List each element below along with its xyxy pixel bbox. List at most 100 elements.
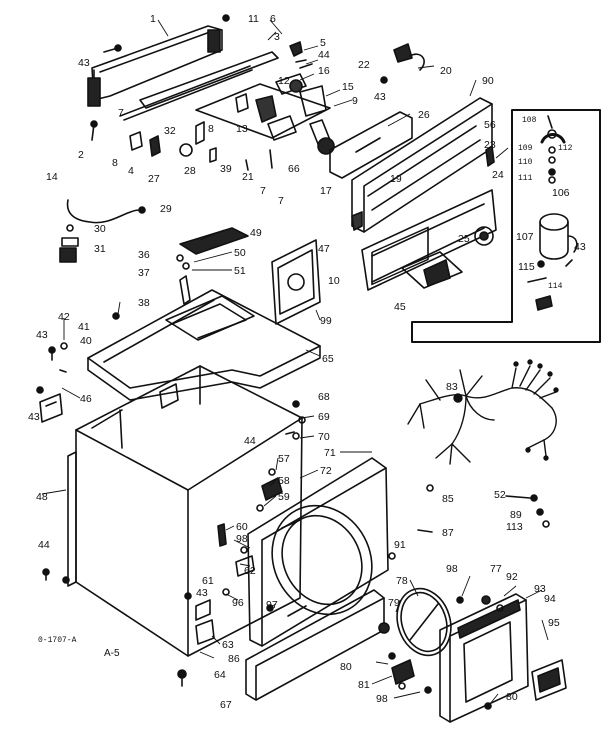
- part-label-57: 57: [278, 453, 290, 465]
- part-label-80b: 80: [506, 691, 518, 703]
- part-label-32: 32: [164, 125, 176, 137]
- part-label-1: 1: [150, 13, 156, 25]
- part-label-46: 46: [80, 393, 92, 405]
- part-label-108: 108: [522, 116, 537, 125]
- part-label-92: 92: [506, 571, 518, 583]
- part-label-38: 38: [138, 297, 150, 309]
- lower-control-panel: [351, 189, 497, 291]
- part-label-94: 94: [544, 593, 556, 605]
- part-label-7b: 7: [260, 185, 266, 197]
- inset-small-parts: [527, 115, 578, 311]
- part-label-30: 30: [94, 223, 106, 235]
- part-label-56: 56: [484, 119, 496, 131]
- door-glass: [378, 587, 452, 657]
- part-label-31: 31: [94, 243, 106, 255]
- part-label-78: 78: [396, 575, 408, 587]
- part-label-14: 14: [46, 171, 58, 183]
- part-label-91: 91: [394, 539, 406, 551]
- part-label-51: 51: [234, 265, 246, 277]
- part-label-63: 63: [222, 639, 234, 651]
- inset-parts-box: [411, 109, 601, 343]
- part-label-36: 36: [138, 249, 150, 261]
- part-label-45: 45: [394, 301, 406, 313]
- part-label-60: 60: [236, 521, 248, 533]
- part-label-13: 13: [236, 123, 248, 135]
- part-label-25: 25: [458, 233, 470, 245]
- part-label-112: 112: [558, 144, 573, 153]
- part-label-11: 11: [248, 13, 259, 25]
- part-label-83: 83: [446, 381, 458, 393]
- door-switch-parts: [380, 43, 425, 84]
- part-label-61: 61: [202, 575, 214, 587]
- top-panel: [87, 289, 321, 401]
- part-label-5: 5: [320, 37, 326, 49]
- part-label-12: 12: [278, 75, 290, 87]
- drawing-code: 0-1707-A: [38, 636, 77, 645]
- front-small-parts: [177, 400, 396, 687]
- left-small-parts: [36, 199, 146, 581]
- part-label-3: 3: [274, 31, 280, 43]
- part-label-44c: 44: [38, 539, 50, 551]
- part-label-48: 48: [36, 491, 48, 503]
- part-label-52: 52: [494, 489, 506, 501]
- part-label-4: 4: [128, 165, 134, 177]
- lid-parts: [176, 227, 249, 305]
- part-label-81: 81: [358, 679, 370, 691]
- part-label-86: 86: [228, 653, 240, 665]
- control-components: [129, 41, 335, 171]
- part-label-7a: 7: [118, 107, 124, 119]
- part-label-41: 41: [78, 321, 90, 333]
- part-label-43f: 43: [196, 587, 208, 599]
- part-label-77: 77: [490, 563, 502, 575]
- part-label-113: 113: [506, 521, 523, 533]
- part-label-80a: 80: [340, 661, 352, 673]
- part-label-39: 39: [220, 163, 232, 175]
- part-label-43a: 43: [78, 57, 90, 69]
- part-label-59: 59: [278, 491, 290, 503]
- cabinet: [62, 365, 303, 657]
- console-back-panel: [329, 97, 495, 233]
- part-label-22: 22: [358, 59, 370, 71]
- top-console-part: [87, 25, 223, 107]
- part-label-66: 66: [288, 163, 300, 175]
- part-label-97: 97: [266, 599, 278, 611]
- washer-door: [439, 593, 529, 723]
- part-label-43e: 43: [574, 241, 586, 253]
- part-label-17: 17: [320, 185, 332, 197]
- part-label-43b: 43: [374, 91, 386, 103]
- part-label-16: 16: [318, 65, 330, 77]
- part-labels: 1 2 3 4 5 6 7 7 7 8 8 9 10 11 12 13 14 1…: [28, 13, 586, 711]
- part-label-50: 50: [234, 247, 246, 259]
- part-label-23: 23: [484, 139, 496, 151]
- part-label-107: 107: [516, 231, 534, 243]
- part-label-28: 28: [184, 165, 196, 177]
- part-label-69: 69: [318, 411, 330, 423]
- part-label-15: 15: [342, 81, 354, 93]
- part-label-89: 89: [510, 509, 522, 521]
- part-label-37: 37: [138, 267, 150, 279]
- part-label-64: 64: [214, 669, 226, 681]
- part-label-42: 42: [58, 311, 70, 323]
- part-label-8a: 8: [208, 123, 214, 135]
- part-label-2: 2: [78, 149, 84, 161]
- wiring-harness: [407, 359, 559, 465]
- part-label-19: 19: [390, 173, 402, 185]
- part-label-29: 29: [160, 203, 172, 215]
- part-label-20: 20: [440, 65, 452, 77]
- front-panel: [247, 457, 389, 647]
- part-label-109: 109: [518, 144, 533, 153]
- part-label-111: 111: [518, 174, 533, 183]
- part-label-115: 115: [518, 261, 535, 273]
- part-label-27: 27: [148, 173, 160, 185]
- part-label-110: 110: [518, 158, 533, 167]
- screw-icon: [222, 14, 230, 22]
- part-label-67: 67: [220, 699, 232, 711]
- part-label-44b: 44: [244, 435, 256, 447]
- timer-plate: [401, 251, 463, 289]
- part-label-85: 85: [442, 493, 454, 505]
- part-label-90: 90: [482, 75, 494, 87]
- leader-lines: [41, 19, 549, 705]
- part-label-98b: 98: [446, 563, 458, 575]
